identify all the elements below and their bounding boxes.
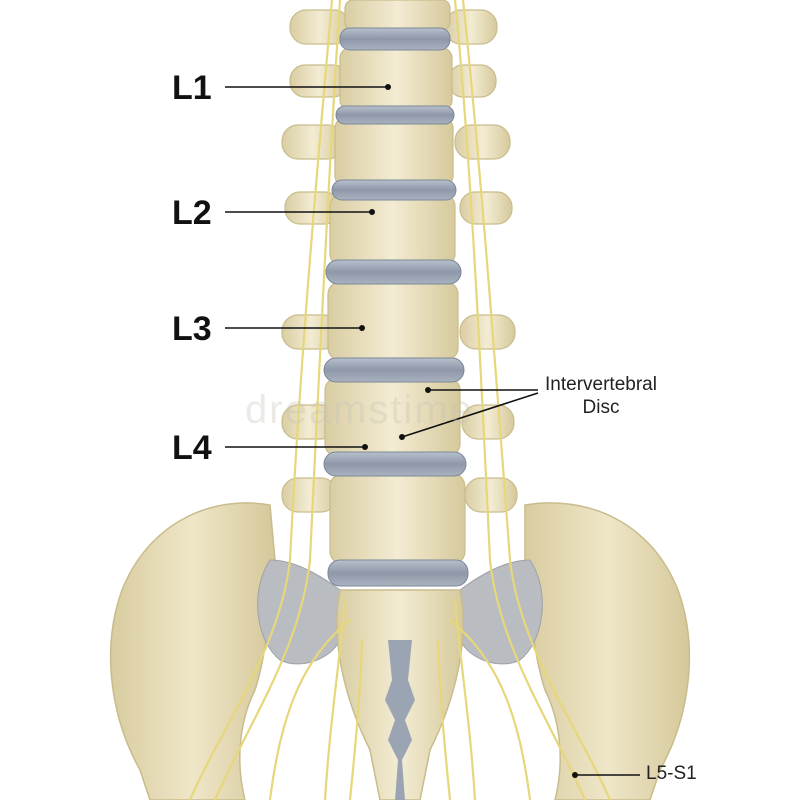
label-l4: L4 [172, 429, 212, 467]
leader-dots [359, 84, 578, 778]
vertebra-s1 [329, 472, 466, 566]
spinal-nerves [188, 0, 612, 800]
leader-lines [225, 86, 640, 776]
label-intervertebral-disc: Intervertebral Disc [545, 374, 657, 420]
vertebra-l3 [329, 194, 456, 266]
vertebra-l4 [327, 281, 459, 361]
label-disc-line1: Intervertebral [545, 374, 657, 395]
watermark: dreamstime [245, 388, 474, 432]
label-l3: L3 [172, 310, 212, 348]
right-iliac-wing [524, 502, 691, 800]
label-disc-line2: Disc [582, 396, 620, 418]
vertebra-l1 [339, 47, 453, 111]
intervertebral-discs [323, 27, 469, 587]
label-l2: L2 [172, 194, 212, 232]
leader-disc-lower [401, 392, 539, 438]
sacral-median-crest [385, 640, 415, 800]
label-l1: L1 [172, 69, 212, 107]
vertebra-t12 [344, 0, 451, 31]
vertebra-l2 [334, 117, 454, 187]
left-iliac-wing [109, 502, 276, 800]
label-l5-s1: L5-S1 [646, 763, 697, 784]
